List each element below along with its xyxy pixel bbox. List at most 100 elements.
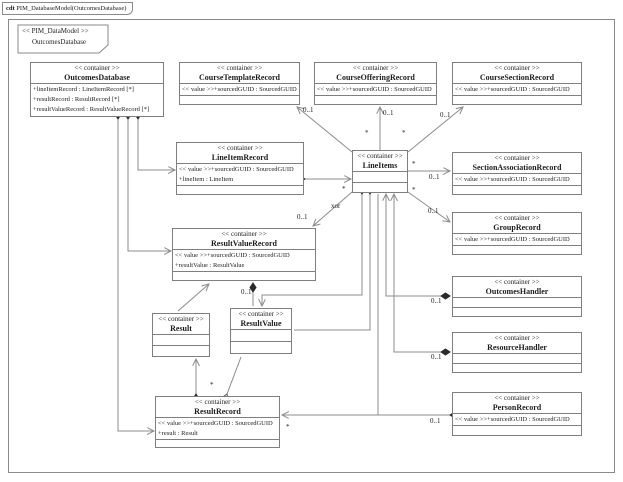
empty-compartment bbox=[231, 329, 291, 341]
edge-lineitems-resultvalue-top bbox=[262, 194, 362, 306]
edge-result-resultvaluerecord bbox=[177, 284, 209, 312]
empty-compartment bbox=[315, 95, 436, 104]
xor-constraint-label: xor bbox=[331, 202, 341, 210]
multiplicity-label: 0..1 bbox=[297, 213, 308, 221]
class-outcomes-handler: << container >>OutcomesHandler bbox=[452, 276, 582, 317]
class-attribute: << value >>+sourcedGUID : SourcedGUID bbox=[455, 86, 570, 93]
frame-stereotype: << PIM_DataModel >> bbox=[22, 27, 89, 35]
edge-outcomeshandler-lineitems bbox=[386, 194, 450, 296]
class-attribute: << value >>+sourcedGUID : SourcedGUID bbox=[455, 176, 570, 183]
empty-compartment bbox=[453, 245, 581, 254]
class-attribute: << value >>+sourcedGUID : SourcedGUID bbox=[179, 166, 294, 173]
edge-resultrecord-resultvalue bbox=[227, 356, 242, 394]
class-attribute: +resultRecord : ResultRecord [*] bbox=[33, 96, 120, 103]
multiplicity-label: * bbox=[210, 381, 214, 389]
class-name: LineItemRecord bbox=[211, 153, 269, 162]
class-result-record: << container >>ResultRecord<< value >>+s… bbox=[155, 396, 280, 448]
class-attribute: << value >>+sourcedGUID : SourcedGUID bbox=[455, 416, 570, 423]
edge-outcomesdatabase-lineitemrecord bbox=[138, 119, 175, 170]
class-group-record: << container >>GroupRecord << value >>+so… bbox=[452, 212, 582, 255]
attributes-compartment: << value >>+sourcedGUID : SourcedGUID bbox=[453, 413, 581, 425]
class-attribute: +result : Result bbox=[158, 430, 198, 437]
class-name: CourseSectionRecord bbox=[479, 73, 555, 82]
multiplicity-label: 0..1 bbox=[431, 297, 442, 305]
class-stereotype: << container >> bbox=[494, 334, 540, 342]
multiplicity-label: 0..1 bbox=[440, 111, 451, 119]
class-attribute: << value >>+sourcedGUID : SourcedGUID bbox=[175, 252, 290, 259]
class-stereotype: << container >> bbox=[217, 144, 263, 152]
attributes-compartment: << value >>+sourcedGUID : SourcedGUID bbox=[180, 83, 299, 95]
class-stereotype: << container >> bbox=[158, 315, 204, 323]
class-result-value-record: << container >>ResultValueRecord << value… bbox=[172, 228, 316, 281]
class-stereotype: << container >> bbox=[494, 214, 540, 222]
class-stereotype: << container >> bbox=[494, 278, 540, 286]
edge-lineitems-coursetemplaterecord bbox=[297, 107, 353, 153]
empty-compartment bbox=[453, 95, 581, 104]
class-course-template-record: << container >>CourseTemplateRecord<< va… bbox=[179, 62, 300, 105]
class-stereotype: << container >> bbox=[357, 152, 403, 160]
attributes-compartment: << value >>+sourcedGUID : SourcedGUID +re… bbox=[156, 417, 279, 439]
class-resource-handler: << container >>ResourceHandler bbox=[452, 332, 582, 373]
class-name: ResourceHandler bbox=[487, 343, 547, 352]
attributes-compartment: << value >>+sourcedGUID : SourcedGUID +li… bbox=[177, 163, 303, 185]
attributes-compartment: << value >>+sourcedGUID : SourcedGUID bbox=[453, 173, 581, 185]
attributes-compartment: << value >>+sourcedGUID : SourcedGUID bbox=[453, 83, 581, 95]
class-stereotype: << container >> bbox=[74, 64, 120, 72]
empty-compartment bbox=[231, 341, 291, 353]
edge-lineitems-resultvalue-right bbox=[294, 194, 370, 331]
frame-label-shape bbox=[17, 24, 109, 54]
class-section-association-record: << container >>SectionAssociationRecord <… bbox=[452, 152, 582, 195]
class-line-item-record: << container >>LineItemRecord<< value >>… bbox=[176, 142, 304, 195]
class-name: SectionAssociationRecord bbox=[472, 163, 562, 172]
class-stereotype: << container >> bbox=[352, 64, 399, 72]
multiplicity-label: * bbox=[286, 423, 290, 431]
class-name: ResultValueRecord bbox=[211, 239, 277, 248]
class-attribute: << value >>+sourcedGUID : SourcedGUID bbox=[317, 86, 432, 93]
empty-compartment bbox=[453, 297, 581, 307]
class-result-value: << container >>ResultValue bbox=[230, 308, 292, 354]
attributes-compartment: +lineItemRecord : LineItemRecord [*] +res… bbox=[31, 83, 163, 116]
empty-compartment bbox=[177, 185, 303, 194]
class-attribute: +lineItem : LineItem bbox=[179, 176, 234, 183]
empty-compartment bbox=[453, 362, 581, 373]
multiplicity-label: 0..1 bbox=[241, 288, 252, 296]
diagram-window-tab: cdt PIM_DatabaseModel(OutcomesDatabase) bbox=[2, 2, 134, 15]
class-result: << container >>Result bbox=[152, 313, 210, 357]
class-course-offering-record: << container >>CourseOfferingRecord << va… bbox=[314, 62, 437, 105]
multiplicity-label: 0..1 bbox=[429, 173, 440, 181]
class-name: CourseOfferingRecord bbox=[336, 73, 415, 82]
class-name: OutcomesDatabase bbox=[64, 73, 130, 82]
class-stereotype: << container >> bbox=[238, 310, 284, 318]
empty-compartment bbox=[453, 425, 581, 435]
multiplicity-label: * bbox=[412, 186, 416, 194]
class-stereotype: << container >> bbox=[194, 398, 241, 406]
class-name: GroupRecord bbox=[493, 223, 541, 232]
edge-resourcehandler-lineitems bbox=[394, 194, 450, 352]
empty-compartment bbox=[453, 353, 581, 363]
empty-compartment bbox=[353, 171, 407, 182]
class-line-items: << container >>LineItems bbox=[352, 150, 408, 193]
class-attribute: << value >>+sourcedGUID : SourcedGUID bbox=[158, 420, 273, 427]
class-stereotype: << container >> bbox=[221, 230, 267, 238]
class-stereotype: << container >> bbox=[216, 64, 263, 72]
multiplicity-label: * bbox=[412, 160, 416, 168]
empty-compartment bbox=[153, 345, 209, 356]
multiplicity-label: 0..1 bbox=[383, 109, 394, 117]
class-name: CourseTemplateRecord bbox=[198, 73, 281, 82]
class-attribute: << value >>+sourcedGUID : SourcedGUID bbox=[455, 236, 570, 243]
diagram-kind-keyword: cdt bbox=[6, 5, 15, 12]
empty-compartment bbox=[156, 439, 279, 447]
empty-compartment bbox=[180, 95, 299, 104]
class-name: Result bbox=[170, 324, 192, 333]
multiplicity-label: 0..1 bbox=[431, 353, 442, 361]
class-name: OutcomesHandler bbox=[485, 287, 549, 296]
class-attribute: +resultValue : ResultValue bbox=[175, 262, 245, 269]
multiplicity-label: * bbox=[342, 185, 346, 193]
class-stereotype: << container >> bbox=[494, 154, 540, 162]
class-attribute: +lineItemRecord : LineItemRecord [*] bbox=[33, 86, 134, 93]
attributes-compartment: << value >>+sourcedGUID : SourcedGUID bbox=[453, 233, 581, 245]
multiplicity-label: 0..1 bbox=[303, 106, 314, 114]
multiplicity-label: 0..1 bbox=[430, 417, 441, 425]
